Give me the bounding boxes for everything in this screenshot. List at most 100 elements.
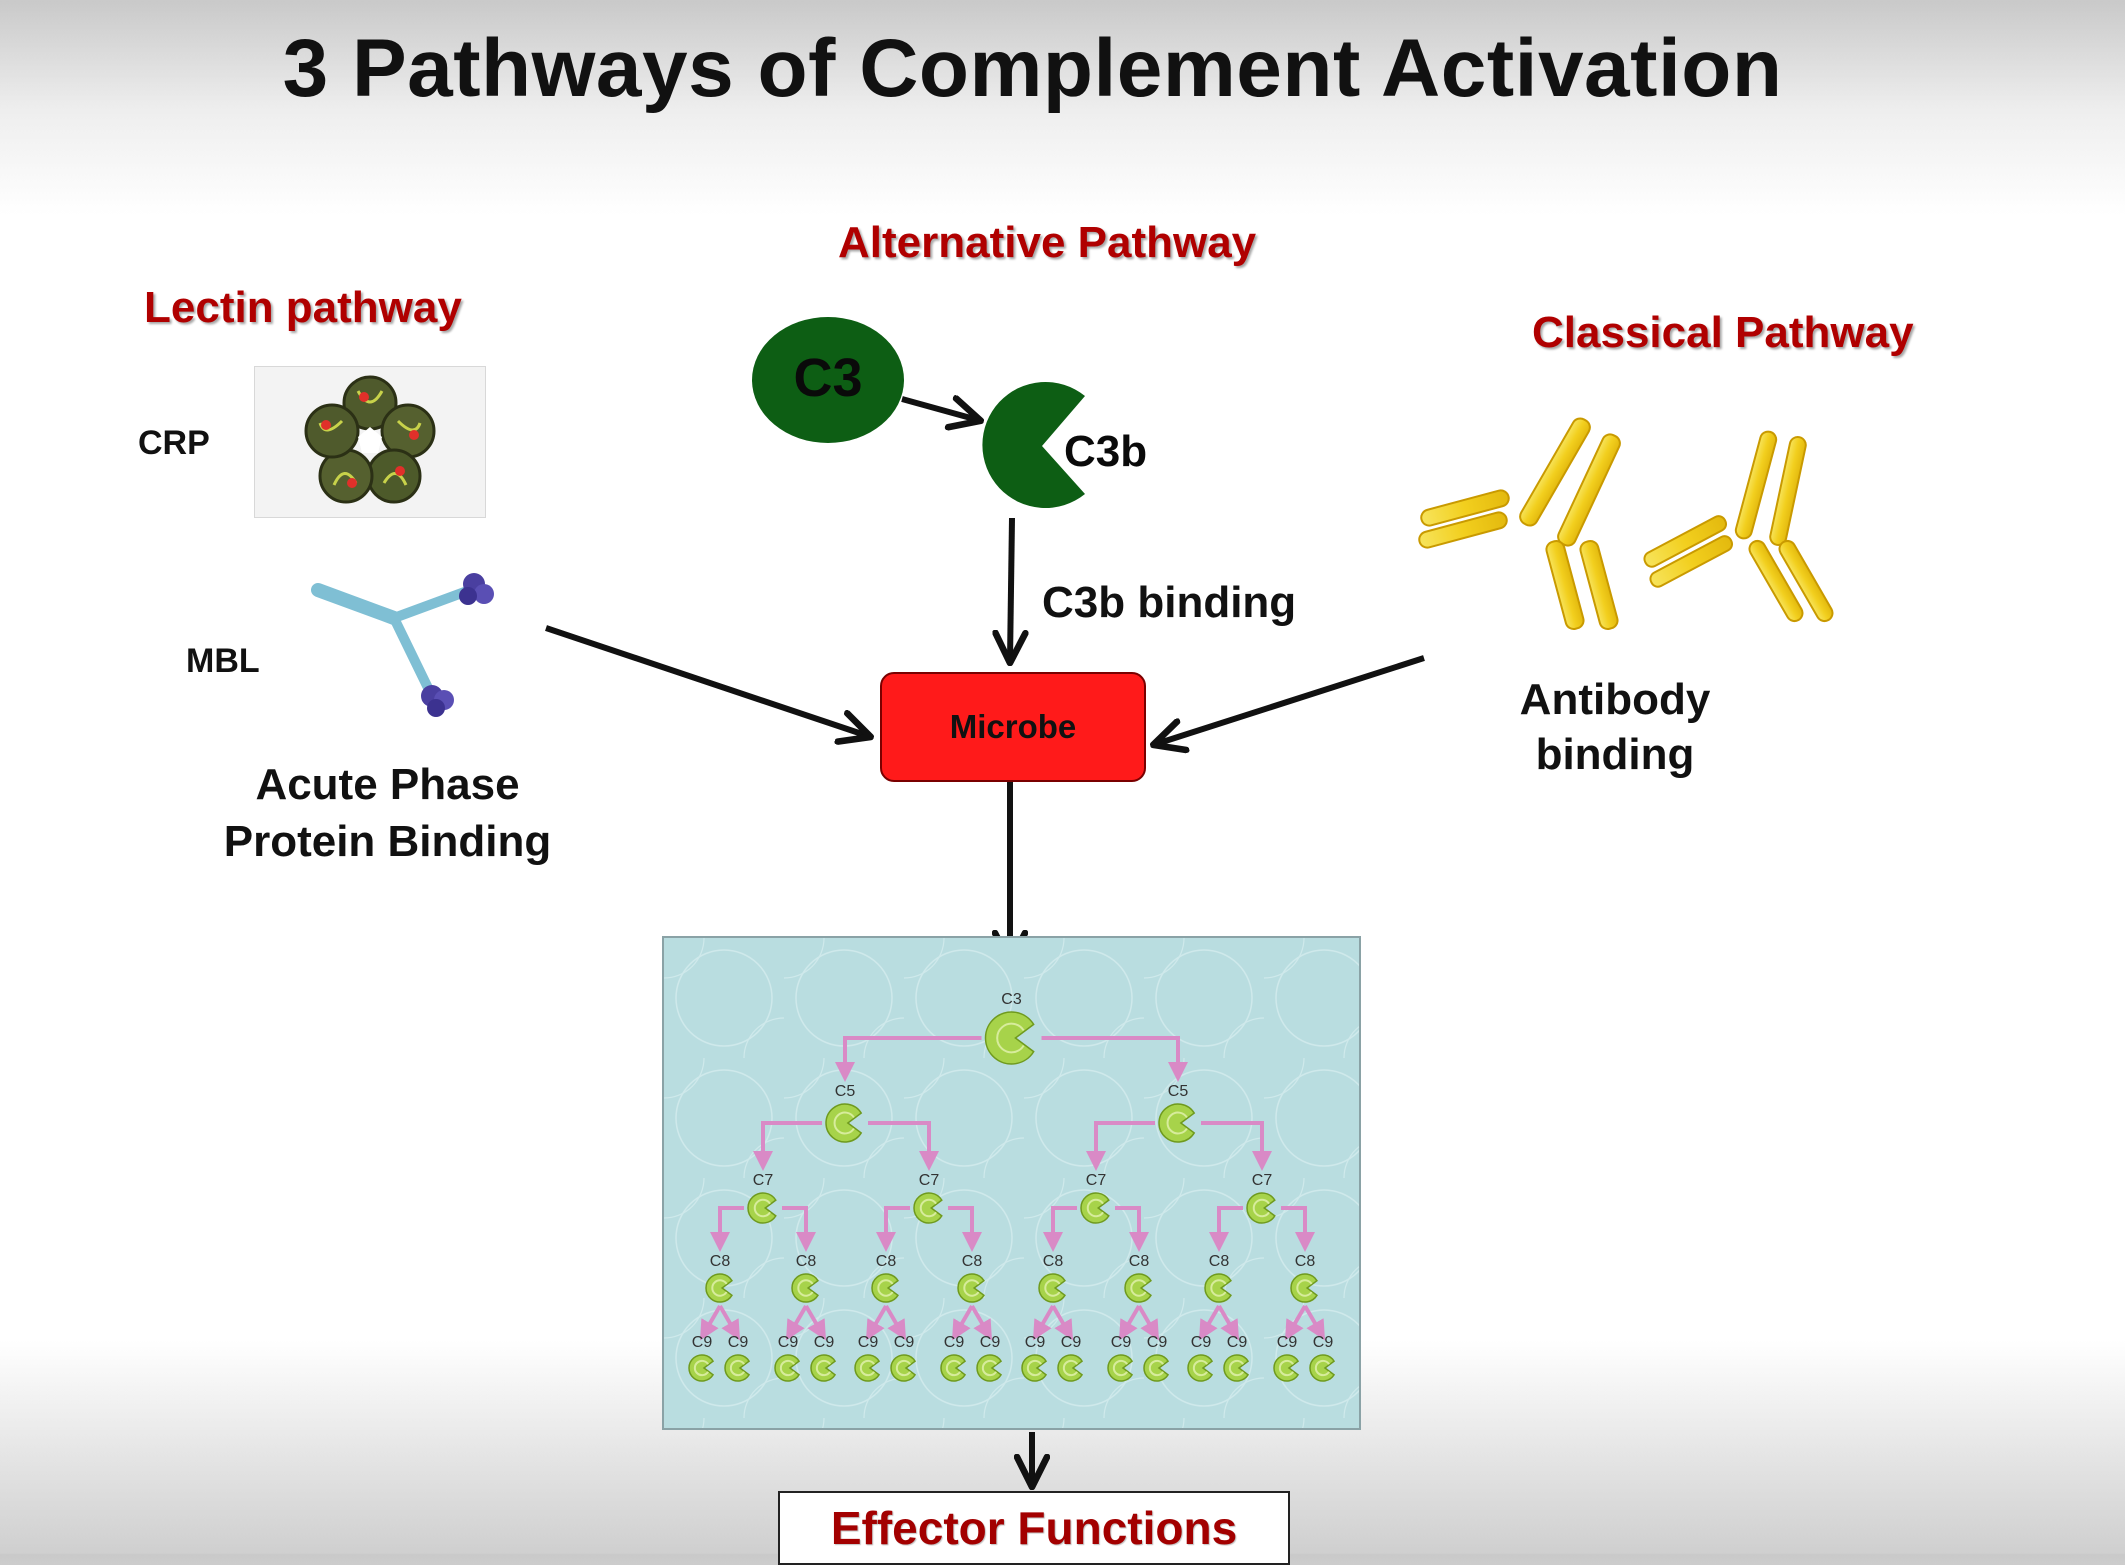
crp-pentamer-icon [304, 375, 436, 504]
cascade-arrow [718, 1304, 741, 1341]
effector-functions-box: Effector Functions [778, 1491, 1290, 1565]
c3-label: C3 [793, 348, 862, 408]
cascade-label-level-2: C5 [835, 1083, 856, 1100]
cascade-unit-level-4 [1204, 1273, 1232, 1303]
cascade-unit-level-4 [871, 1273, 899, 1303]
cascade-label-level-4: C8 [1129, 1253, 1150, 1270]
cascade-arrow [1032, 1304, 1055, 1341]
cascade-label-level-3: C7 [753, 1172, 774, 1189]
alternative-pathway-label: Alternative Pathway [838, 218, 1257, 267]
cascade-arrow [699, 1304, 722, 1341]
cascade-arrow [1118, 1304, 1141, 1341]
classical-to-microbe-arrow [1156, 655, 1425, 744]
cascade-arrow [1217, 1304, 1240, 1341]
cascade-unit-level-4 [791, 1273, 819, 1303]
cascade-unit-level-5 [1187, 1354, 1214, 1382]
cascade-arrow [970, 1304, 993, 1341]
cascade-unit-level-4 [957, 1273, 985, 1303]
c3b-molecule-icon: C3b [982, 382, 1147, 509]
antibody-binding-label: Antibody binding [1470, 672, 1760, 782]
cascade-unit-level-3 [1080, 1192, 1110, 1224]
cascade-label-level-5: C9 [980, 1334, 1001, 1351]
cascade-unit-level-5 [724, 1354, 751, 1382]
cascade-label-level-4: C8 [710, 1253, 731, 1270]
antibody-icon [1418, 417, 1621, 630]
cascade-unit-level-5 [1273, 1354, 1300, 1382]
cascade-unit-level-3 [1246, 1192, 1276, 1224]
cascade-unit-level-5 [854, 1354, 881, 1382]
cascade-arrow [1284, 1304, 1307, 1341]
cascade-unit-level-5 [976, 1354, 1003, 1382]
binding-line-1: Acute Phase [255, 760, 520, 809]
cascade-label-level-5: C9 [1277, 1334, 1298, 1351]
cascade-label-level-5: C9 [692, 1334, 713, 1351]
cascade-arrow [753, 1121, 822, 1171]
cascade-unit-level-5 [1143, 1354, 1170, 1382]
cascade-unit-level-4 [1290, 1273, 1318, 1303]
cascade-unit-level-5 [774, 1354, 801, 1382]
cascade-arrow [1281, 1206, 1315, 1252]
c3-molecule-icon: C3 [752, 317, 904, 443]
cascade-label-level-5: C9 [728, 1334, 749, 1351]
cascade-label-level-5: C9 [1147, 1334, 1168, 1351]
crp-label: CRP [138, 424, 210, 462]
cascade-arrow [868, 1121, 939, 1171]
cascade-label-level-5: C9 [1313, 1334, 1334, 1351]
cascade-arrow [1303, 1304, 1326, 1341]
cascade-arrow [1198, 1304, 1221, 1341]
cascade-label-level-4: C8 [796, 1253, 817, 1270]
cascade-unit-level-4 [1038, 1273, 1066, 1303]
cascade-arrow [1137, 1304, 1160, 1341]
cascade-unit-level-3 [747, 1192, 777, 1224]
cascade-label-level-4: C8 [1043, 1253, 1064, 1270]
cascade-arrow [1041, 1036, 1188, 1082]
cascade-unit-level-4 [1124, 1273, 1152, 1303]
cascade-unit-level-5 [1057, 1354, 1084, 1382]
cascade-label-level-4: C8 [962, 1253, 983, 1270]
cascade-label-level-5: C9 [858, 1334, 879, 1351]
cascade-unit-level-1 [984, 1011, 1035, 1065]
cascade-unit-level-2 [825, 1103, 863, 1143]
cascade-label-level-5: C9 [778, 1334, 799, 1351]
cascade-label-level-3: C7 [1252, 1172, 1273, 1189]
cascade-unit-level-5 [688, 1354, 715, 1382]
cascade-arrow [1209, 1206, 1243, 1252]
cascade-label-level-5: C9 [894, 1334, 915, 1351]
cascade-arrow [1115, 1206, 1149, 1252]
cascade-arrow [785, 1304, 808, 1341]
cascade-label-level-4: C8 [1209, 1253, 1230, 1270]
cascade-label-level-1: C3 [1001, 991, 1022, 1008]
cascade-label-level-4: C8 [876, 1253, 897, 1270]
cascade-arrow [884, 1304, 907, 1341]
cascade-unit-level-5 [1223, 1354, 1250, 1382]
mbl-label: MBL [186, 642, 260, 680]
cascade-label-level-5: C9 [1025, 1334, 1046, 1351]
binding-line-1: Antibody [1519, 675, 1711, 724]
cascade-unit-level-5 [940, 1354, 967, 1382]
cascade-label-level-2: C5 [1168, 1083, 1189, 1100]
antibody-icon [1643, 430, 1834, 623]
binding-line-2: Protein Binding [223, 817, 552, 866]
c3b-to-microbe-arrow [1010, 517, 1012, 660]
cascade-label-level-5: C9 [1061, 1334, 1082, 1351]
binding-line-2: binding [1535, 730, 1695, 779]
cascade-unit-level-5 [1107, 1354, 1134, 1382]
cascade-unit-level-2 [1158, 1103, 1196, 1143]
lectin-to-microbe-arrow [545, 625, 868, 736]
cascade-arrow [865, 1304, 888, 1341]
cascade-label-level-4: C8 [1295, 1253, 1316, 1270]
cascade-unit-level-5 [890, 1354, 917, 1382]
cascade-arrow [948, 1206, 982, 1252]
cascade-unit-level-4 [705, 1273, 733, 1303]
c3-to-c3b-arrow [901, 399, 978, 420]
cascade-arrow [804, 1304, 827, 1341]
cascade-label-level-3: C7 [919, 1172, 940, 1189]
cascade-label-level-5: C9 [1227, 1334, 1248, 1351]
cascade-arrow [710, 1206, 744, 1252]
cascade-unit-level-5 [1021, 1354, 1048, 1382]
cascade-arrow [1086, 1121, 1155, 1171]
cascade-arrow [782, 1206, 816, 1252]
microbe-box: Microbe [880, 672, 1146, 782]
